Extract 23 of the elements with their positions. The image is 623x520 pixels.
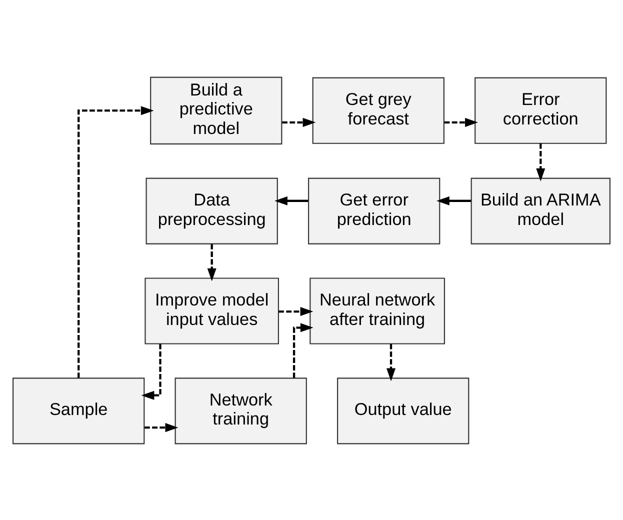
arrow [144,422,178,432]
arrow [207,244,216,281]
node-box: Sample [12,377,145,444]
node-box: Neural network after training [310,277,445,344]
node-box: Build a predictive model [150,76,282,144]
arrow [292,322,314,378]
arrow [436,196,471,205]
node-box: Build an ARIMA model [470,177,610,244]
node-box: Data preprocessing [146,177,278,244]
arrow [141,343,162,400]
arrow [282,117,316,126]
node-box: Error correction [474,76,607,144]
arrow [444,117,478,126]
arrow [536,143,546,181]
arrow [78,106,154,378]
node-box: Output value [337,377,470,444]
arrow [274,196,308,205]
node-box: Network training [174,377,307,444]
arrow [386,344,396,381]
node-box: Improve model input values [144,277,279,344]
node-box: Get grey forecast [312,76,444,144]
arrow [278,306,314,316]
node-box: Get error prediction [308,177,440,244]
